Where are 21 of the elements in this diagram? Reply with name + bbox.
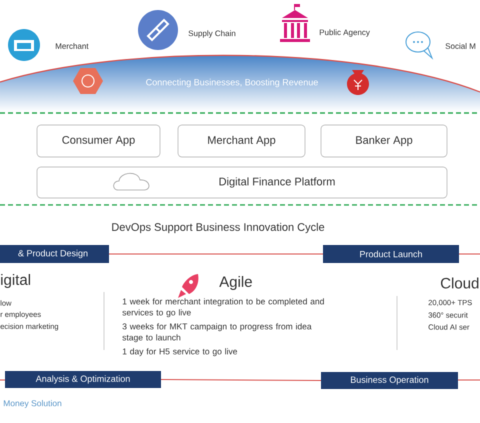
footer-text: Money Solution [4, 400, 62, 408]
column-heading: Agile [219, 276, 252, 290]
timeline-line [160, 379, 322, 381]
stage-band: & Product Design [0, 245, 109, 263]
banner-text: Connecting Businesses, Boosting Revenue [146, 78, 318, 88]
platform-box: Digital Finance Platform [36, 166, 448, 198]
column-heading: Cloud [440, 277, 478, 288]
stage-band: Analysis & Optimization [5, 371, 161, 388]
app-box: Consumer App [36, 124, 160, 158]
stage-band: Product Launch [323, 245, 459, 263]
icon-caption: Supply Chain [188, 30, 236, 38]
feature-text: 1 day for H5 service to go live [122, 348, 238, 356]
icon-caption: Merchant [56, 43, 88, 49]
app-box: Banker App [320, 124, 448, 158]
icon-caption: Social M [446, 43, 476, 49]
icon-caption: Public Agency [320, 29, 370, 37]
feature-text: 3 weeks for MKT campaign to progress from idea stage to launch [122, 323, 312, 342]
section-title: DevOps Support Business Innovation Cycle [112, 222, 324, 234]
stage-band: Business Operation [321, 372, 458, 389]
feature-text: 1 week for merchant integration to be completed and services to go live [122, 298, 324, 318]
app-box: Merchant App [178, 124, 306, 158]
